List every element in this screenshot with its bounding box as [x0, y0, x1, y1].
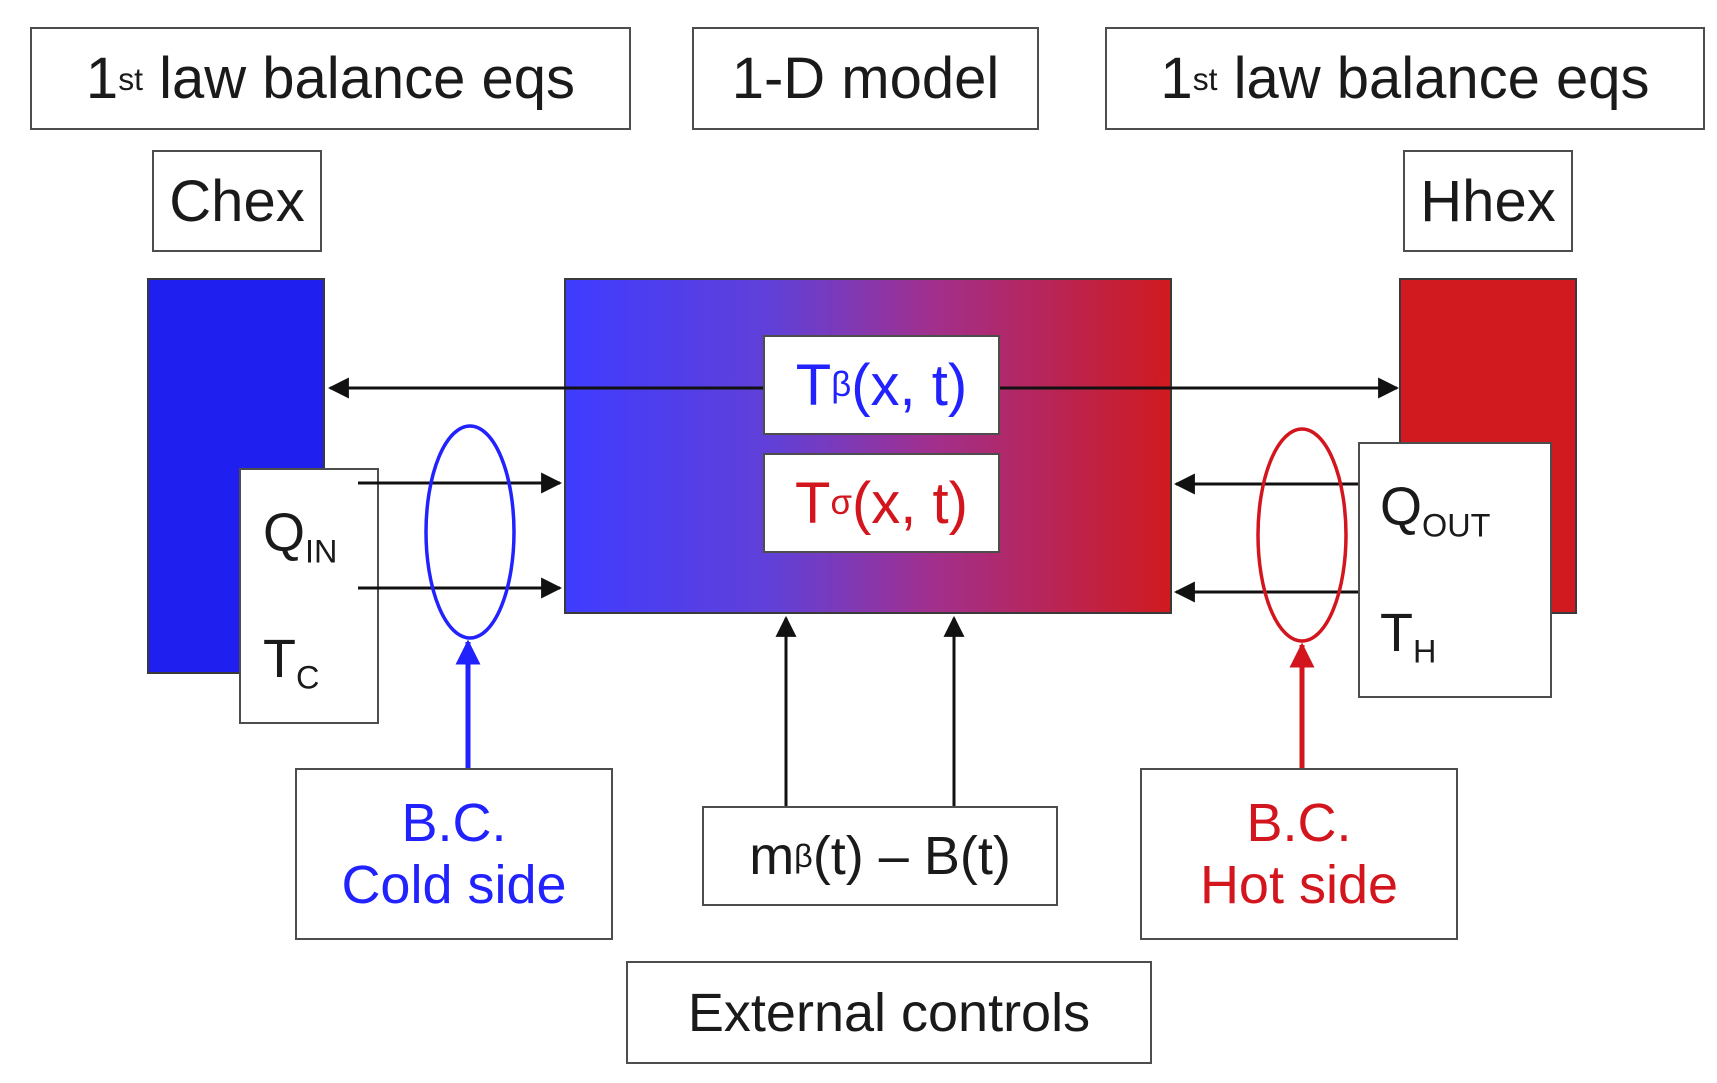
cold-side-ellipse — [424, 424, 516, 640]
title-center-model: 1-D model — [692, 27, 1039, 130]
title-right-main: 1 — [1160, 46, 1193, 111]
bc-hot-line1: B.C. — [1246, 792, 1352, 853]
bc-hot-side-box: B.C. Hot side — [1140, 768, 1458, 940]
t-c-label: TC — [263, 628, 320, 696]
title-right-rest: law balance eqs — [1217, 46, 1650, 111]
external-controls-label: External controls — [687, 982, 1091, 1043]
hot-side-q-t-box: QOUT TH — [1358, 442, 1552, 698]
title-left-rest: law balance eqs — [143, 46, 576, 111]
bc-cold-side-box: B.C. Cold side — [295, 768, 613, 940]
cold-side-q-t-box: QIN TC — [239, 468, 379, 724]
hhex-label: Hhex — [1420, 168, 1556, 234]
one-d-model-block — [564, 278, 1172, 614]
bc-cold-line2: Cold side — [341, 855, 567, 915]
chex-label-box: Chex — [152, 150, 322, 252]
hot-side-ellipse — [1256, 427, 1348, 643]
bc-cold-line1: B.C. — [401, 792, 507, 853]
title-center-text: 1-D model — [731, 46, 1000, 111]
chex-label: Chex — [169, 168, 305, 234]
q-out-label: QOUT — [1380, 476, 1491, 544]
q-in-label: QIN — [263, 502, 338, 570]
hhex-label-box: Hhex — [1403, 150, 1573, 252]
bc-hot-line2: Hot side — [1199, 855, 1399, 915]
external-controls-label-box: External controls — [626, 961, 1152, 1064]
t-h-label: TH — [1380, 602, 1437, 670]
title-left-main: 1 — [85, 46, 119, 111]
